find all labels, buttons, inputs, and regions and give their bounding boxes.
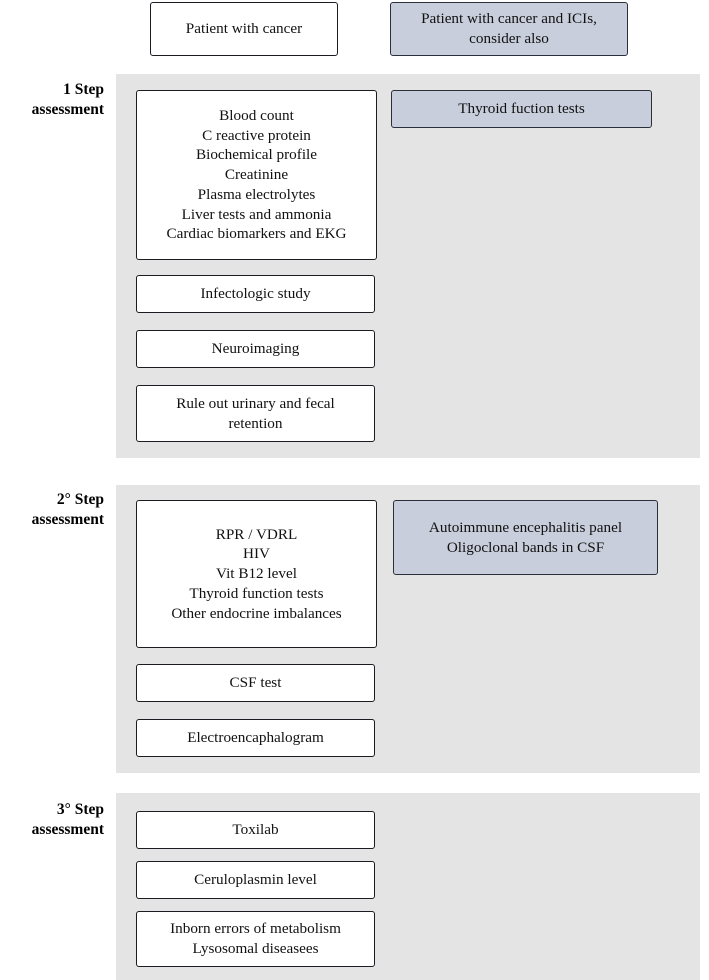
step-3-inborn-line-1: Inborn errors of metabolism [170,920,341,938]
step-label-2-line-2: assessment [31,510,104,528]
step-1-box-infectologic-study: Infectologic study [136,275,375,313]
step-3-inborn-line-2: Lysosomal diseasees [192,940,319,957]
step-1-panel-item: Cardiac biomarkers and EKG [166,225,347,243]
step-label-2-line-1: 2° Step [56,491,104,508]
step-1-box-neuroimaging: Neuroimaging [136,330,375,368]
step-2-panel-item: Thyroid function tests [189,584,324,602]
step-label-1-line-1: 1 Step [63,81,104,98]
step-1-panel-item: Liver tests and ammonia [181,205,332,223]
step-3-box-inborn-errors-metabolism: Inborn errors of metabolism Lysosomal di… [136,911,375,967]
step-3-ceruloplasmin-label: Ceruloplasmin level [194,871,317,889]
step-2-ici-box-autoimmune-encephalitis: Autoimmune encephalitis panel Oligoclona… [393,500,658,575]
step-2-panel-item: HIV [243,545,270,563]
step-1-panel-item: Biochemical profile [195,146,318,164]
step-2-primary-panel: RPR / VDRL HIV Vit B12 level Thyroid fun… [136,500,377,648]
step-1-neuroimaging-label: Neuroimaging [211,340,300,358]
header-left-line-1: Patient with cancer [185,20,303,38]
step-2-box-csf-test: CSF test [136,664,375,702]
step-2-csf-label: CSF test [229,674,282,692]
step-3-box-toxilab: Toxilab [136,811,375,849]
step-2-autoimmune-line-1: Autoimmune encephalitis panel [428,518,623,536]
step-label-3-line-1: 3° Step [56,801,104,818]
header-box-patient-with-cancer: Patient with cancer [150,2,338,56]
step-1-box-rule-out-retention: Rule out urinary and fecal retention [136,385,375,442]
step-2-panel-item: RPR / VDRL [215,525,298,543]
step-3-box-ceruloplasmin-level: Ceruloplasmin level [136,861,375,899]
header-right-line-2: consider also [469,30,549,47]
header-box-patient-with-cancer-and-icis: Patient with cancer and ICIs, consider a… [390,2,628,56]
step-3-toxilab-label: Toxilab [232,821,279,839]
step-1-infectologic-label: Infectologic study [200,285,311,303]
step-2-autoimmune-line-2: Oligoclonal bands in CSF [446,538,605,556]
step-2-box-electroencephalogram: Electroencaphalogram [136,719,375,757]
step-1-panel-item: C reactive protein [202,126,311,144]
step-1-panel-item: Creatinine [224,166,289,184]
step-label-1: 1 Step assessment [0,80,104,119]
step-label-1-line-2: assessment [31,100,104,118]
step-1-retention-line-2: retention [228,414,283,432]
header-right-line-1: Patient with cancer and ICIs, [421,10,597,28]
step-label-2: 2° Step assessment [0,490,104,529]
step-1-retention-line-1: Rule out urinary and fecal [176,394,335,412]
step-2-panel-item: Vit B12 level [216,565,297,583]
step-label-3: 3° Step assessment [0,800,104,839]
step-1-thyroid-label: Thyroid fuction tests [458,100,585,118]
step-2-eeg-label: Electroencaphalogram [187,729,324,747]
step-1-primary-panel: Blood count C reactive protein Biochemic… [136,90,377,260]
step-1-panel-item: Blood count [219,106,294,124]
step-label-3-line-2: assessment [31,820,104,838]
step-2-panel-item: Other endocrine imbalances [171,604,342,622]
step-1-panel-item: Plasma electrolytes [197,185,316,203]
step-1-ici-box-thyroid-function-tests: Thyroid fuction tests [391,90,652,128]
